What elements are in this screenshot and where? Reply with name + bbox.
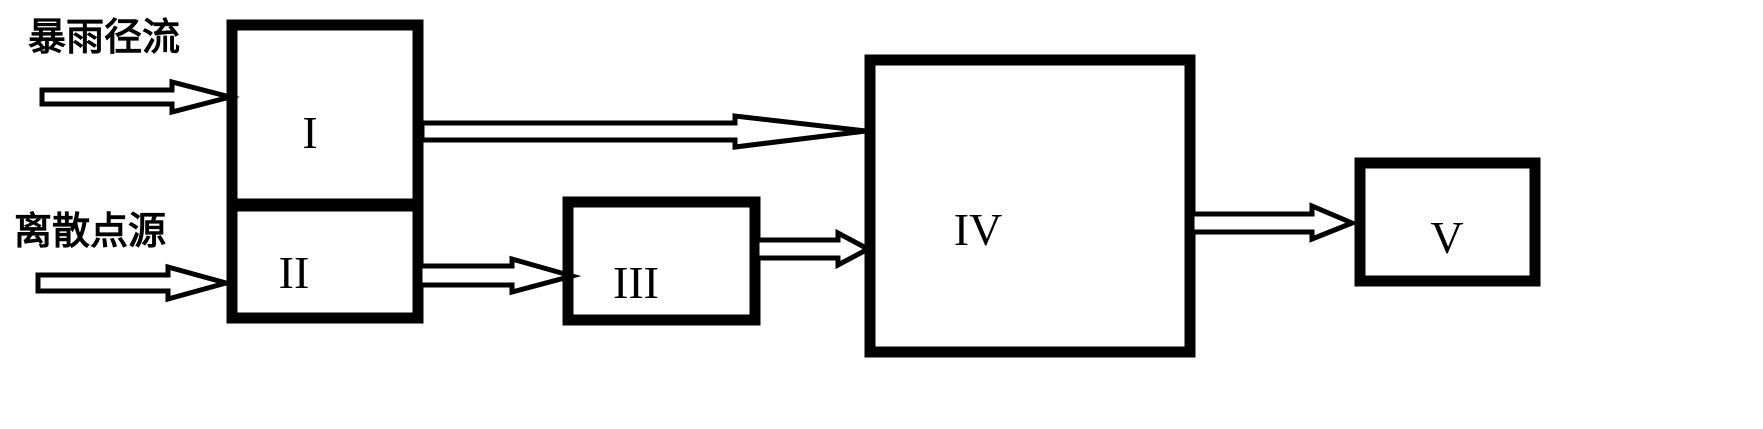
arrow-unit-2-to-unit-3 [417,255,582,296]
arrow-unit-3-to-unit-4 [754,228,874,270]
box-unit-2-label: II [279,247,310,298]
box-unit-3 [562,196,761,326]
storm-runoff-label: 暴雨径流 [28,15,180,59]
box-unit-4-label: IV [954,204,1003,255]
arrow-storm-runoff-to-unit-1 [39,78,240,116]
discrete-point-source-label: 离散点源 [14,209,166,253]
box-unit-3-label: III [613,257,659,308]
box-unit-2 [226,200,424,324]
box-unit-5-label: V [1430,212,1463,263]
arrow-unit-1-to-unit-4 [419,113,867,150]
arrow-unit-4-to-unit-5 [1189,202,1359,243]
box-unit-1 [226,19,424,210]
arrow-point-source-to-unit-2 [35,263,236,303]
box-unit-4 [864,54,1196,358]
box-unit-1-label: I [302,107,317,158]
box-unit-5 [1354,157,1541,287]
